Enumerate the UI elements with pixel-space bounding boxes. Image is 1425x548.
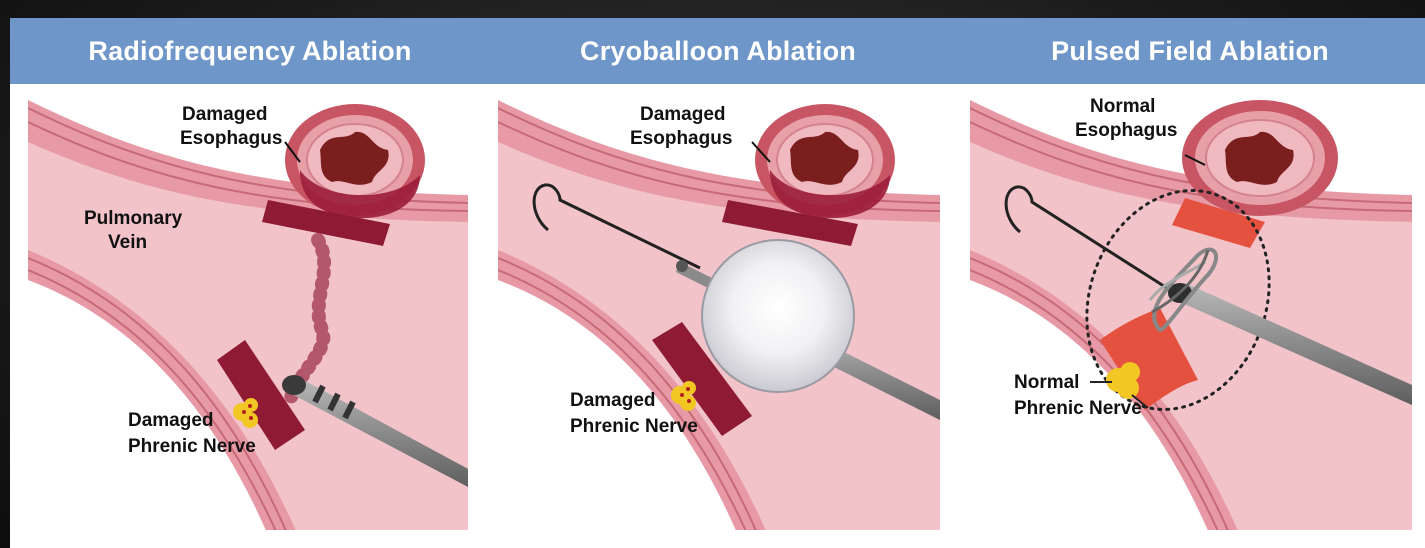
cryo-esophagus-label-line2: Esophagus <box>630 128 732 150</box>
pfa-panel <box>970 94 1412 540</box>
pfa-esophagus-label-line1: Normal <box>1090 96 1155 118</box>
rf-vein-label-line2: Vein <box>108 232 147 254</box>
rf-nerve-label-line2: Phrenic Nerve <box>128 436 256 458</box>
cryoballoon-icon <box>702 240 854 392</box>
rf-vein-label-line1: Pulmonary <box>84 208 182 230</box>
cryo-esophagus-label-line1: Damaged <box>640 104 726 126</box>
pfa-nerve-label-line2: Phrenic Nerve <box>1014 398 1142 420</box>
cryo-nerve-label-line1: Damaged <box>570 390 656 412</box>
rf-esophagus-label-line1: Damaged <box>182 104 268 126</box>
pfa-nerve-label-line1: Normal <box>1014 372 1079 394</box>
cryo-panel <box>498 94 940 540</box>
rf-esophagus-label-line2: Esophagus <box>180 128 282 150</box>
esophagus-icon <box>1182 100 1338 216</box>
cryo-nerve-label-line2: Phrenic Nerve <box>570 416 698 438</box>
rf-panel <box>28 94 470 540</box>
rf-nerve-label-line1: Damaged <box>128 410 214 432</box>
pfa-esophagus-label-line2: Esophagus <box>1075 120 1177 142</box>
